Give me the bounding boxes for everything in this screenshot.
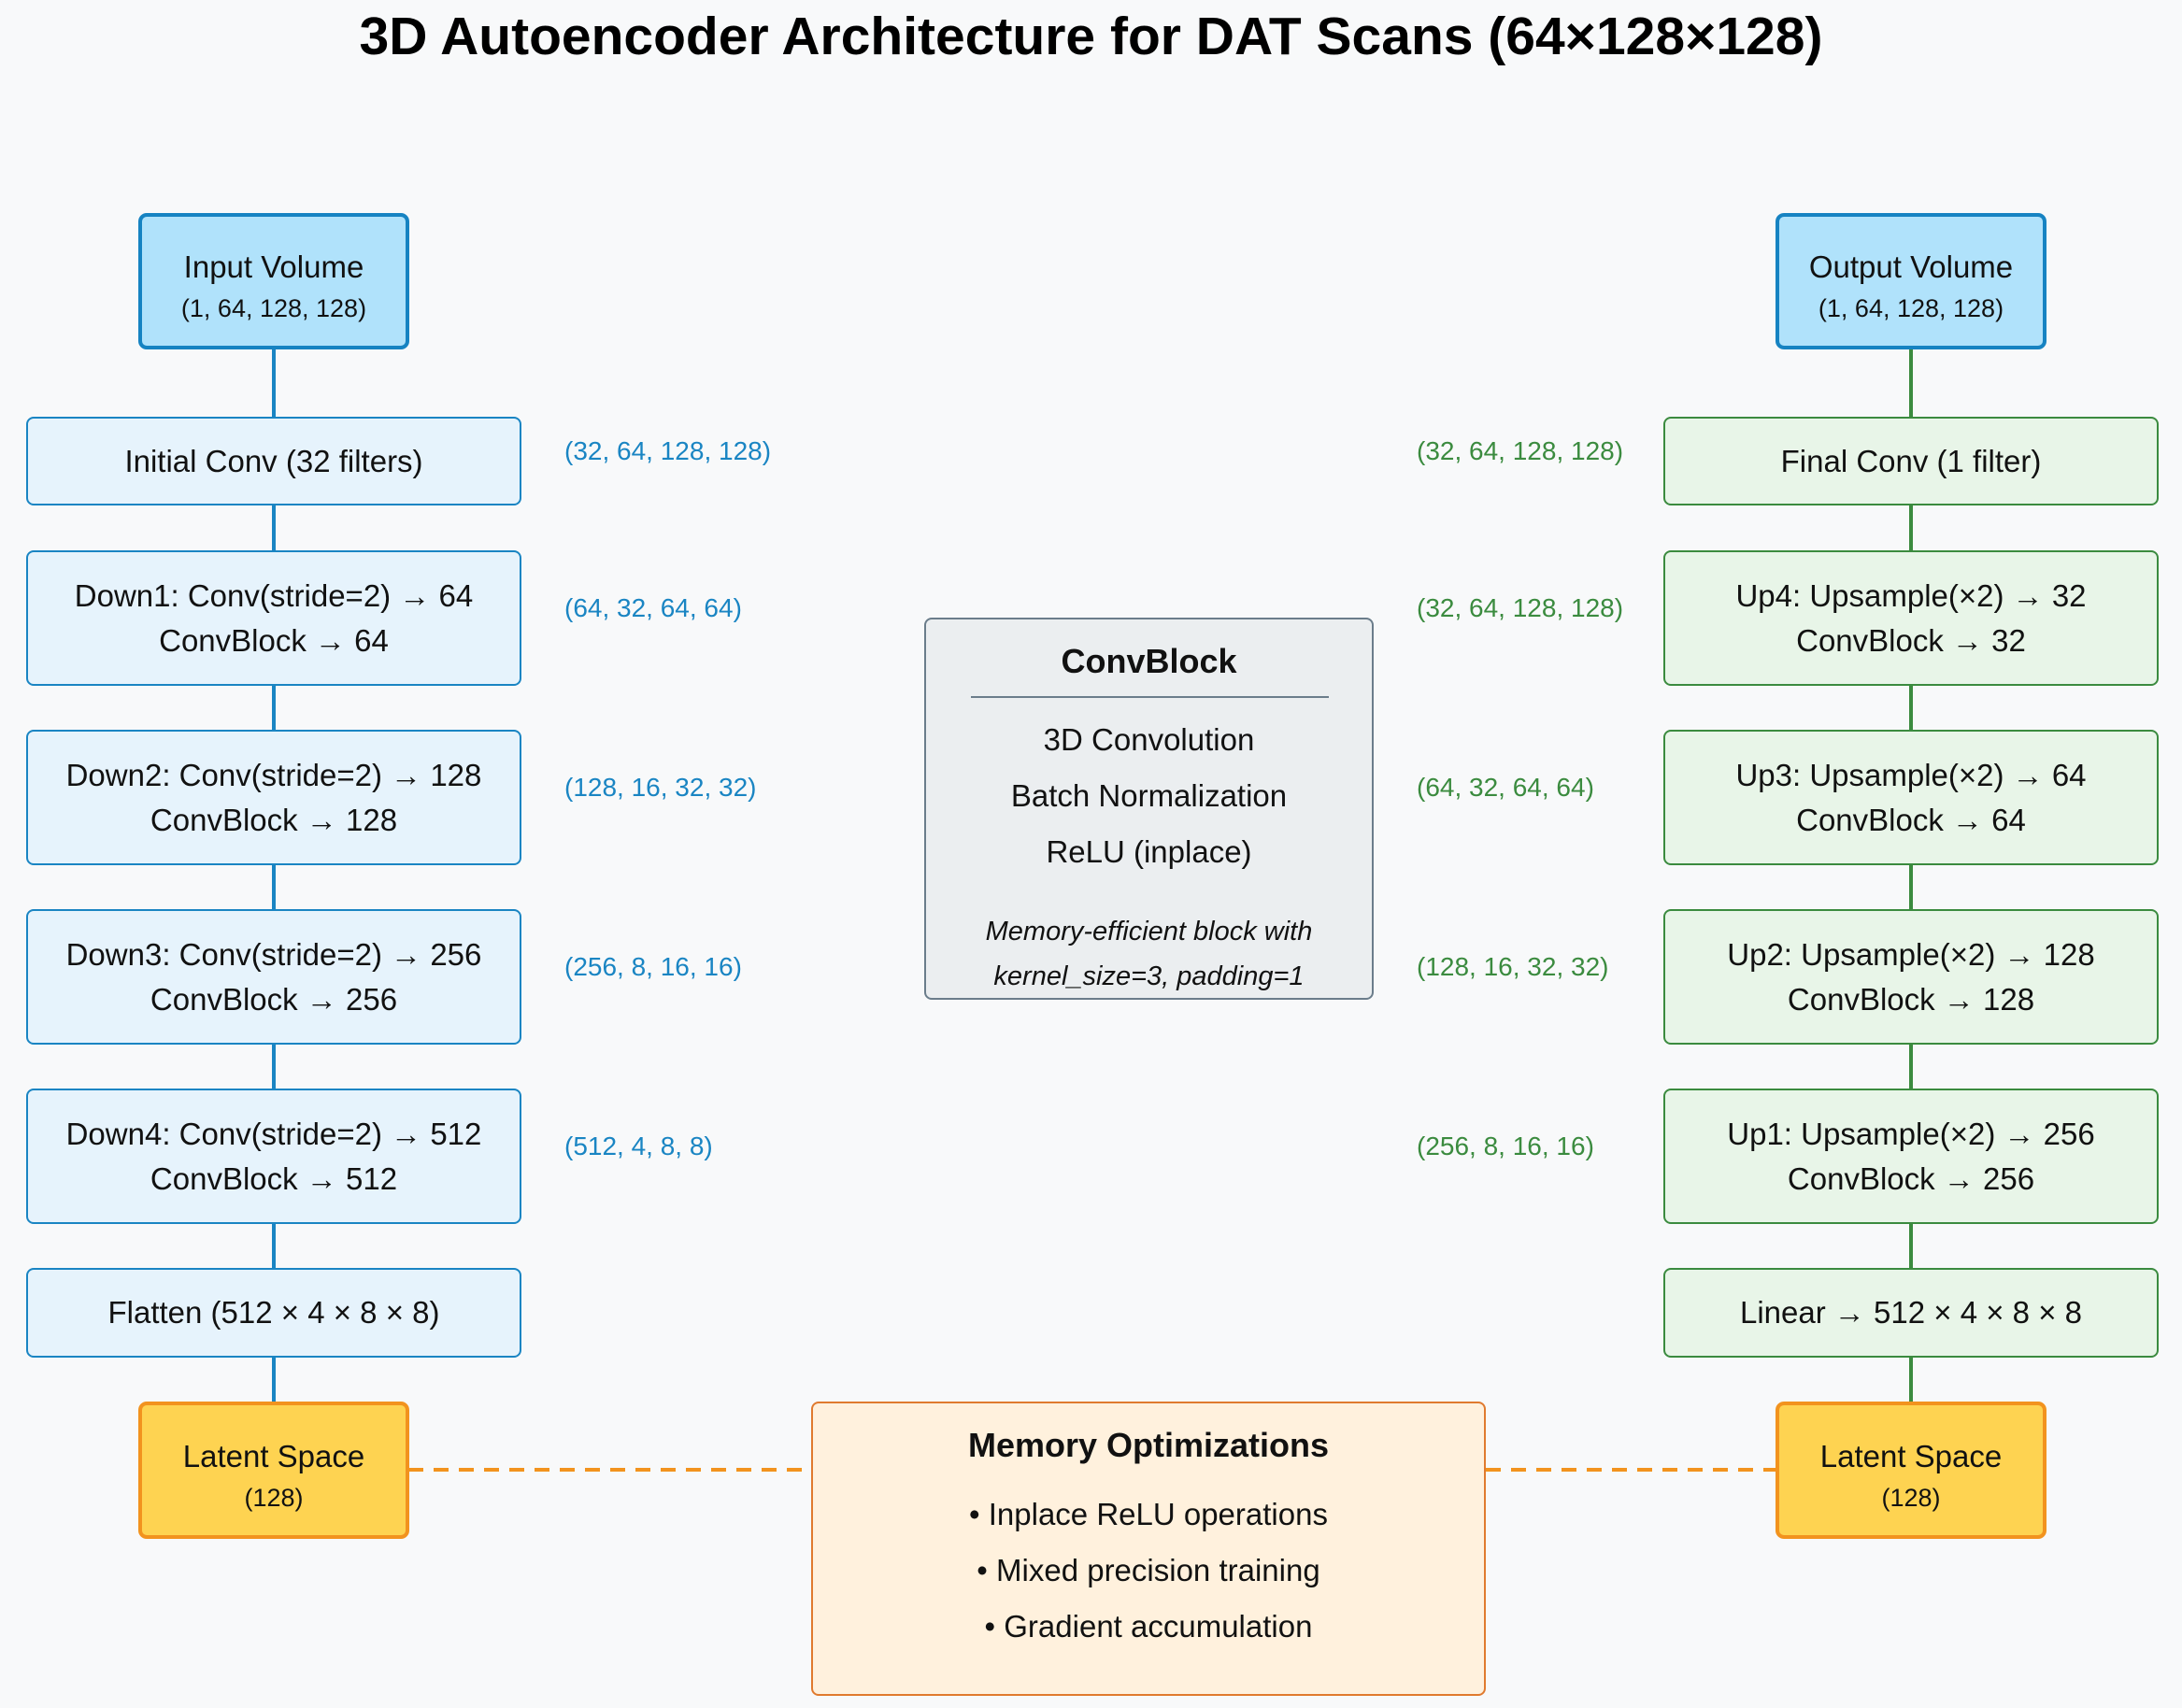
down4-dim: (512, 4, 8, 8) xyxy=(564,1132,713,1160)
input-volume-box: Input Volume (1, 64, 128, 128) xyxy=(138,213,409,349)
up1-box: Up1: Upsample(×2) → 256 ConvBlock → 256 xyxy=(1663,1089,2159,1224)
up1-line2: ConvBlock → 256 xyxy=(1787,1160,2035,1196)
down4-line1: Down4: Conv(stride=2) → 512 xyxy=(65,1116,482,1151)
output-volume-shape: (1, 64, 128, 128) xyxy=(1818,294,2004,322)
convblock-note-line1: Memory-efficient block with xyxy=(985,917,1313,947)
linear-label: Linear → 512 × 4 × 8 × 8 xyxy=(1739,1295,2082,1330)
memory-optimization-item: • Mixed precision training xyxy=(977,1553,1320,1587)
down3-line1: Down3: Conv(stride=2) → 256 xyxy=(65,936,482,972)
down1-line1: Down1: Conv(stride=2) → 64 xyxy=(74,577,474,613)
decoder-latent-label: Latent Space xyxy=(1819,1438,2003,1473)
memory-optimization-item: • Gradient accumulation xyxy=(984,1609,1313,1644)
up2-line2: ConvBlock → 128 xyxy=(1787,981,2035,1017)
up2-box: Up2: Upsample(×2) → 128 ConvBlock → 128 xyxy=(1663,909,2159,1045)
output-volume-label: Output Volume xyxy=(1808,249,2014,284)
input-volume-shape: (1, 64, 128, 128) xyxy=(180,294,367,322)
down4-line2: ConvBlock → 512 xyxy=(150,1160,398,1196)
decoder-latent-shape: (128) xyxy=(1881,1483,1941,1512)
convblock-divider xyxy=(971,696,1329,698)
convblock-note-line2: kernel_size=3, padding=1 xyxy=(993,961,1305,991)
up4-line2: ConvBlock → 32 xyxy=(1796,622,2026,658)
up4-line1: Up4: Upsample(×2) → 32 xyxy=(1735,577,2087,613)
convblock-item: ReLU (inplace) xyxy=(1046,834,1252,869)
linear-box: Linear → 512 × 4 × 8 × 8 xyxy=(1663,1268,2159,1358)
up1-dim: (256, 8, 16, 16) xyxy=(1417,1132,1594,1160)
flatten-label: Flatten (512 × 4 × 8 × 8) xyxy=(107,1295,440,1330)
up4-dim: (32, 64, 128, 128) xyxy=(1417,593,1624,622)
down2-dim: (128, 16, 32, 32) xyxy=(564,773,757,802)
decoder-latent-box: Latent Space (128) xyxy=(1776,1402,2047,1539)
down2-box: Down2: Conv(stride=2) → 128 ConvBlock → … xyxy=(26,730,521,865)
up3-line2: ConvBlock → 64 xyxy=(1796,802,2026,837)
down1-line2: ConvBlock → 64 xyxy=(159,622,389,658)
flatten-box: Flatten (512 × 4 × 8 × 8) xyxy=(26,1268,521,1358)
down1-dim: (64, 32, 64, 64) xyxy=(564,593,742,622)
convblock-title: ConvBlock xyxy=(1061,642,1237,680)
up2-line1: Up2: Upsample(×2) → 128 xyxy=(1727,936,2095,972)
memory-optimization-item: • Inplace ReLU operations xyxy=(969,1497,1328,1531)
initial-conv-label: Initial Conv (32 filters) xyxy=(124,443,423,478)
up2-dim: (128, 16, 32, 32) xyxy=(1417,952,1609,981)
final-conv-label: Final Conv (1 filter) xyxy=(1780,443,2042,478)
up1-line1: Up1: Upsample(×2) → 256 xyxy=(1727,1116,2095,1151)
encoder-latent-box: Latent Space (128) xyxy=(138,1402,409,1539)
down2-line2: ConvBlock → 128 xyxy=(150,802,398,837)
encoder-latent-shape: (128) xyxy=(244,1483,304,1512)
down3-box: Down3: Conv(stride=2) → 256 ConvBlock → … xyxy=(26,909,521,1045)
convblock-legend-box: ConvBlock 3D Convolution Batch Normaliza… xyxy=(924,618,1374,1000)
initial-conv-box: Initial Conv (32 filters) xyxy=(26,417,521,505)
down3-line2: ConvBlock → 256 xyxy=(150,981,398,1017)
output-volume-box: Output Volume (1, 64, 128, 128) xyxy=(1776,213,2047,349)
final-conv-dim: (32, 64, 128, 128) xyxy=(1417,436,1624,465)
down1-box: Down1: Conv(stride=2) → 64 ConvBlock → 6… xyxy=(26,550,521,686)
up4-box: Up4: Upsample(×2) → 32 ConvBlock → 32 xyxy=(1663,550,2159,686)
final-conv-box: Final Conv (1 filter) xyxy=(1663,417,2159,505)
memory-optimizations-title: Memory Optimizations xyxy=(967,1426,1330,1464)
up3-dim: (64, 32, 64, 64) xyxy=(1417,773,1594,802)
down3-dim: (256, 8, 16, 16) xyxy=(564,952,742,981)
up3-line1: Up3: Upsample(×2) → 64 xyxy=(1735,757,2087,792)
encoder-latent-label: Latent Space xyxy=(182,1438,365,1473)
convblock-item: 3D Convolution xyxy=(1043,722,1255,757)
convblock-item: Batch Normalization xyxy=(1010,778,1288,813)
initial-conv-dim: (32, 64, 128, 128) xyxy=(564,436,772,465)
input-volume-label: Input Volume xyxy=(183,249,364,284)
memory-optimizations-box: Memory Optimizations • Inplace ReLU oper… xyxy=(811,1402,1486,1696)
down2-line1: Down2: Conv(stride=2) → 128 xyxy=(65,757,482,792)
down4-box: Down4: Conv(stride=2) → 512 ConvBlock → … xyxy=(26,1089,521,1224)
up3-box: Up3: Upsample(×2) → 64 ConvBlock → 64 xyxy=(1663,730,2159,865)
diagram-title: 3D Autoencoder Architecture for DAT Scan… xyxy=(359,7,1823,66)
